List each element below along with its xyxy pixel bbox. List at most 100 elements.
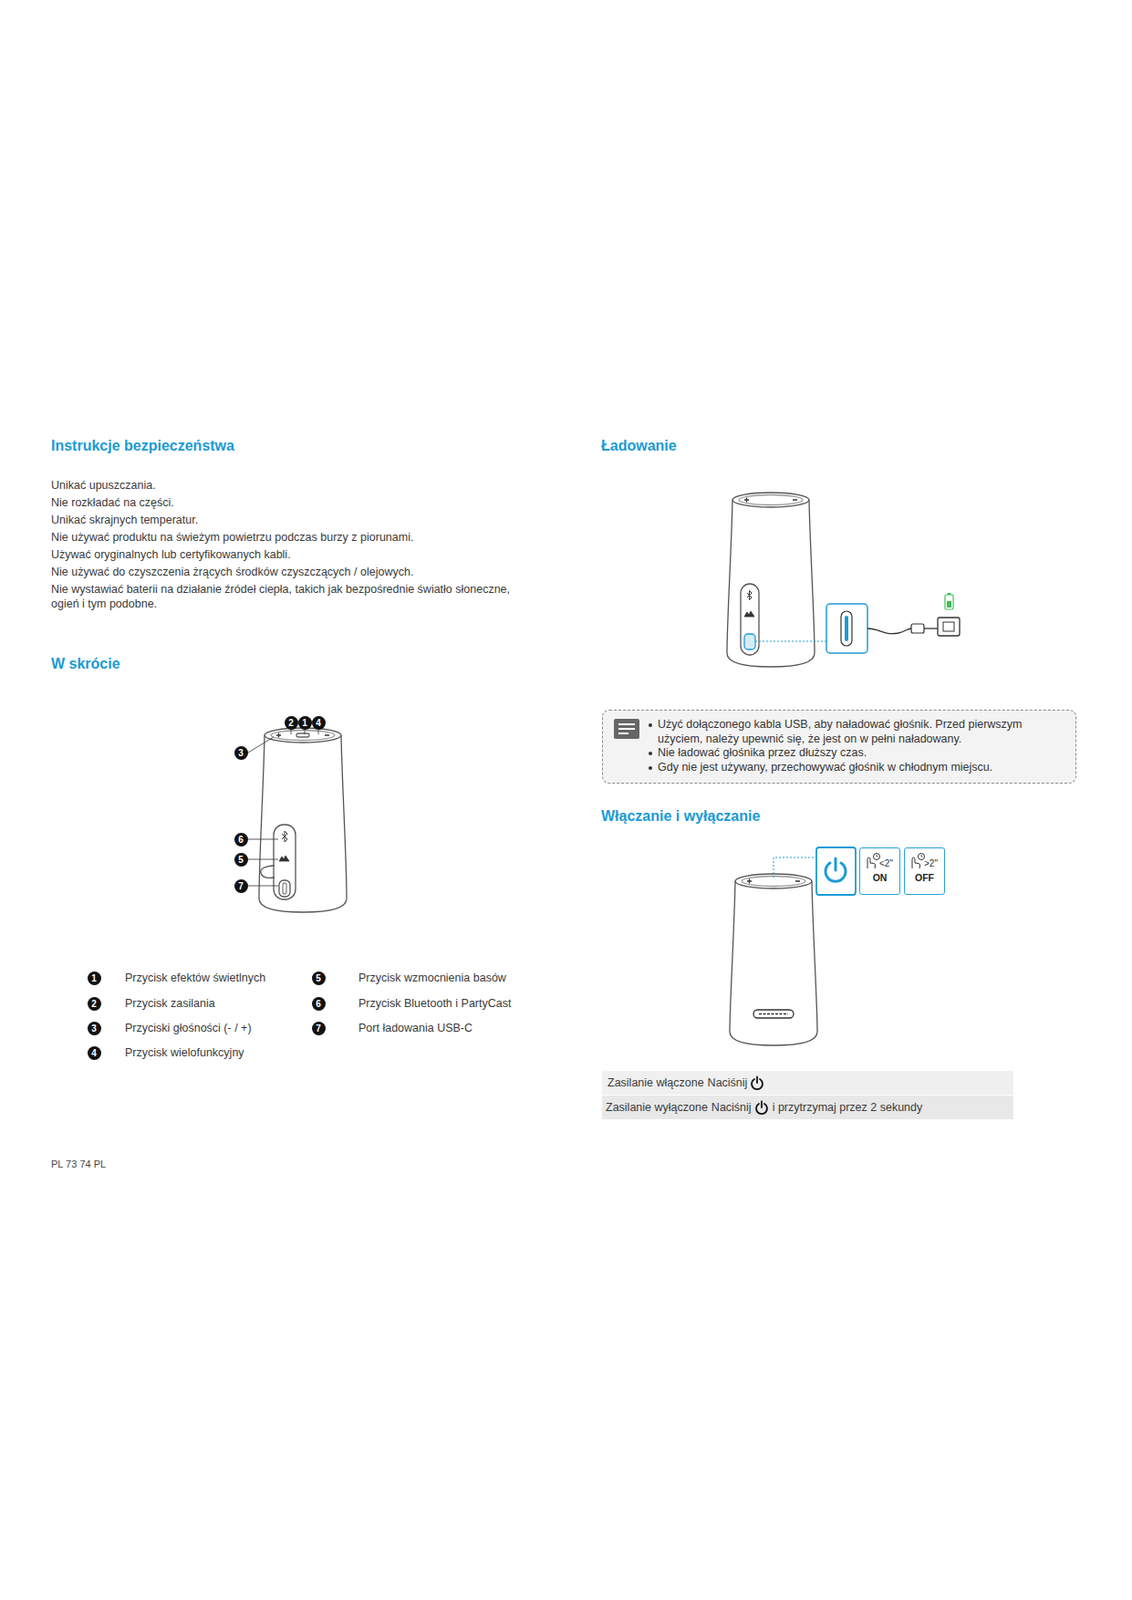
charging-cable-part xyxy=(924,627,938,629)
body-text: Przycisk Bluetooth i PartyCast xyxy=(358,996,511,1011)
body-text: Używać oryginalnych lub certyfikowanych … xyxy=(51,547,291,562)
leader-lines-part xyxy=(248,737,274,753)
note-bullet: Nie ładować głośnika przez dłuższy czas. xyxy=(657,746,1065,761)
speaker-power xyxy=(729,873,818,1046)
speaker-charging-part xyxy=(744,633,756,650)
table-cell: i przytrzymaj przez 2 sekundy xyxy=(772,1100,924,1115)
charging-cable xyxy=(755,592,960,654)
callout-number: 7 xyxy=(311,1021,326,1036)
body-text: Przycisk efektów świetlnych xyxy=(124,970,266,986)
speaker-power-part xyxy=(729,881,818,1046)
section-heading: Instrukcje bezpieczeństwa xyxy=(51,436,235,457)
section-heading: Ładowanie xyxy=(601,436,677,457)
table-rows-part xyxy=(602,1095,1014,1120)
speaker-overview-part xyxy=(264,727,342,743)
callout-number: 1 xyxy=(298,716,312,730)
speaker-overview xyxy=(259,727,347,913)
note-icon xyxy=(613,718,640,739)
callout-number: 5 xyxy=(234,852,249,867)
charging-cable-part xyxy=(945,594,954,610)
table-cell: Naciśnij xyxy=(711,1100,752,1115)
state-label: ON xyxy=(860,872,900,883)
callout-number: 5 xyxy=(311,971,326,986)
body-text: Unikać upuszczania. xyxy=(51,477,156,493)
table-cell: Naciśnij xyxy=(707,1075,748,1091)
speaker-charging-part xyxy=(744,611,755,617)
table-cell: Zasilanie włączone xyxy=(607,1075,705,1091)
speaker-overview-part xyxy=(270,730,335,741)
body-text: Port ładowania USB-C xyxy=(358,1020,473,1036)
leader-lines-part xyxy=(248,839,279,841)
power-callout-part xyxy=(834,858,838,871)
charging-cable-part xyxy=(937,617,960,636)
speaker-overview-part xyxy=(282,882,287,894)
charging-cable-part xyxy=(943,622,955,632)
charging-cable-part xyxy=(844,615,849,642)
power-callout-part xyxy=(816,847,856,895)
speaker-power-part xyxy=(747,879,800,884)
speaker-overview-part xyxy=(279,855,290,862)
body-text: Przycisk zasilania xyxy=(124,996,216,1011)
table-row: Zasilanie wyłączoneNaciśnij i przytrzymaj… xyxy=(605,1095,923,1120)
leader-lines xyxy=(248,729,319,886)
callout-number: 2 xyxy=(284,716,299,730)
speaker-charging-part xyxy=(747,591,752,601)
charging-cable-part xyxy=(947,592,952,595)
note-bullet: Gdy nie jest używany, przechowywać głośn… xyxy=(657,760,1065,776)
speaker-power-part xyxy=(741,876,806,887)
speaker-power-part xyxy=(753,1009,794,1018)
power-callout-part xyxy=(773,857,817,878)
callout-number: 3 xyxy=(87,1021,102,1036)
speaker-charging-part xyxy=(740,583,759,655)
hand-clock-icon xyxy=(862,851,882,871)
speaker-charging-part xyxy=(744,498,798,503)
body-text: Przyciski głośności (- / +) xyxy=(124,1020,252,1036)
hand-clock-icon xyxy=(907,851,926,871)
charging-cable-part xyxy=(826,603,868,654)
press-time-box: <2"ON xyxy=(859,847,901,895)
speaker-overview-part xyxy=(273,824,296,900)
power-icon xyxy=(749,1074,765,1091)
speaker-charging-part xyxy=(732,492,810,508)
table-rows xyxy=(602,1070,1014,1120)
press-time-box: >2" OFF xyxy=(903,847,946,895)
body-text: Przycisk wzmocnienia basów xyxy=(358,970,507,986)
state-label: OFF xyxy=(904,872,945,883)
power-icon xyxy=(754,1099,769,1116)
callout-number: 3 xyxy=(234,746,249,760)
speaker-overview-part xyxy=(260,865,275,878)
press-duration: >2" xyxy=(924,858,945,869)
note-box: Użyć dołączonego kabla USB, aby naładowa… xyxy=(602,709,1077,784)
table-rows-part xyxy=(602,1070,1014,1095)
callout-number: 6 xyxy=(311,996,326,1011)
body-text: Nie używać do czyszczenia żrących środkó… xyxy=(51,564,414,580)
speaker-charging-part xyxy=(726,499,815,667)
section-heading: W skrócie xyxy=(51,654,121,675)
body-text: Nie wystawiać baterii na działanie źróde… xyxy=(51,581,526,613)
table-cell: Zasilanie wyłączone xyxy=(605,1100,708,1115)
callout-number: 6 xyxy=(234,832,249,847)
speaker-power-part xyxy=(758,1013,789,1016)
body-text: Nie rozkładać na części. xyxy=(51,495,175,510)
table-row: Zasilanie włączoneNaciśnij xyxy=(607,1070,765,1095)
section-heading: Włączanie i wyłączanie xyxy=(601,807,760,827)
speaker-charging xyxy=(726,492,815,667)
speaker-overview-part xyxy=(279,880,291,897)
leader-lines-part xyxy=(248,885,279,887)
power-callout xyxy=(773,847,856,895)
charging-cable-part xyxy=(755,641,827,643)
charging-cable-part xyxy=(867,628,912,634)
callout-number: 2 xyxy=(87,996,102,1011)
callout-number: 1 xyxy=(87,971,102,986)
speaker-overview-part xyxy=(276,733,330,738)
callout-number: 7 xyxy=(234,879,249,894)
charging-cable-part xyxy=(841,611,852,646)
page-footer: PL 73 74 PL xyxy=(51,1157,106,1171)
body-text: Nie używać produktu na świeżym powietrzu… xyxy=(51,529,414,545)
speaker-overview-part xyxy=(296,733,310,738)
note-bullet: Użyć dołączonego kabla USB, aby naładowa… xyxy=(657,717,1065,747)
charging-cable-part xyxy=(911,623,925,634)
callout-number: 4 xyxy=(311,716,326,730)
